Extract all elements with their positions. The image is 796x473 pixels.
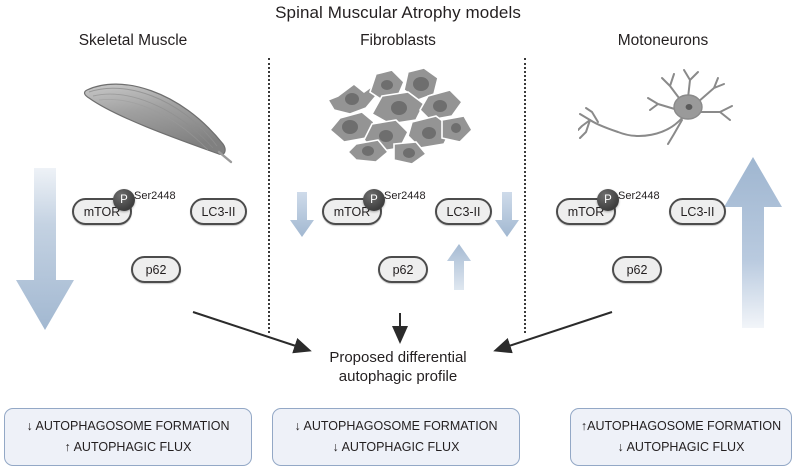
fibroblast-cluster-illustration <box>326 67 473 165</box>
motoneuron-increase-arrow <box>724 157 782 328</box>
protein-label: mTOR <box>83 204 121 219</box>
result-box-motoneurons: ↑AUTOPHAGOSOME FORMATION ↓ AUTOPHAGIC FL… <box>570 408 792 466</box>
phospho-site-label-skeletal-muscle: Ser2448 <box>134 190 176 202</box>
protein-label: p62 <box>392 262 414 277</box>
protein-label: mTOR <box>333 204 371 219</box>
proposed-profile-text: Proposed differential autophagic profile <box>298 348 498 386</box>
protein-p62-skeletal-muscle: p62 <box>131 256 181 283</box>
skeletal-muscle-decrease-arrow <box>16 168 74 330</box>
fibroblast-p62-increase-arrow <box>447 244 471 290</box>
phospho-site-label-fibroblasts: Ser2448 <box>384 190 426 202</box>
protein-label: LC3-II <box>446 204 481 219</box>
phospho-badge-label: P <box>604 194 612 206</box>
column-heading-motoneurons: Motoneurons <box>617 32 709 49</box>
phospho-badge-label: P <box>370 194 378 206</box>
protein-lc3ii-skeletal-muscle: LC3-II <box>190 198 247 225</box>
protein-p62-motoneurons: p62 <box>612 256 662 283</box>
column-divider-left <box>268 58 270 333</box>
fibroblast-mtor-decrease-arrow <box>290 192 314 237</box>
phospho-badge-icon-motoneurons: P <box>597 189 619 211</box>
phospho-site-label-motoneurons: Ser2448 <box>618 190 660 202</box>
protein-label: p62 <box>626 262 648 277</box>
protein-label: LC3-II <box>201 204 236 219</box>
converging-arrow-from-skeletal-muscle <box>192 311 312 354</box>
result-line-2: ↑ AUTOPHAGIC FLUX <box>64 440 192 454</box>
result-line-1: ↓ AUTOPHAGOSOME FORMATION <box>294 419 498 433</box>
proposed-profile-line2: autophagic profile <box>338 368 458 385</box>
phospho-badge-icon-fibroblasts: P <box>363 189 385 211</box>
result-line-2: ↓ AUTOPHAGIC FLUX <box>617 440 745 454</box>
figure-title: Spinal Muscular Atrophy models <box>275 3 521 22</box>
protein-lc3ii-motoneurons: LC3-II <box>669 198 726 225</box>
protein-label: LC3-II <box>680 204 715 219</box>
phospho-badge-icon-skeletal-muscle: P <box>113 189 135 211</box>
converging-arrow-from-fibroblasts <box>392 313 408 344</box>
protein-lc3ii-fibroblasts: LC3-II <box>435 198 492 225</box>
protein-mtor-motoneurons: mTOR <box>556 198 616 225</box>
column-heading-skeletal-muscle: Skeletal Muscle <box>78 32 188 49</box>
muscle-fiber-illustration <box>83 83 233 164</box>
motoneuron-illustration <box>578 69 733 145</box>
protein-label: mTOR <box>567 204 605 219</box>
protein-label: p62 <box>145 262 167 277</box>
protein-p62-fibroblasts: p62 <box>378 256 428 283</box>
result-line-1: ↑AUTOPHAGOSOME FORMATION <box>580 419 782 433</box>
converging-arrow-from-motoneurons <box>493 311 613 354</box>
fibroblast-lc3-decrease-arrow <box>495 192 519 237</box>
column-heading-fibroblasts: Fibroblasts <box>360 32 436 49</box>
result-line-2: ↓ AUTOPHAGIC FLUX <box>332 440 460 454</box>
phospho-badge-label: P <box>120 194 128 206</box>
result-box-skeletal-muscle: ↓ AUTOPHAGOSOME FORMATION ↑ AUTOPHAGIC F… <box>4 408 252 466</box>
result-box-fibroblasts: ↓ AUTOPHAGOSOME FORMATION ↓ AUTOPHAGIC F… <box>272 408 520 466</box>
proposed-profile-line1: Proposed differential <box>329 349 467 366</box>
column-divider-right <box>524 58 526 333</box>
result-line-1: ↓ AUTOPHAGOSOME FORMATION <box>26 419 230 433</box>
